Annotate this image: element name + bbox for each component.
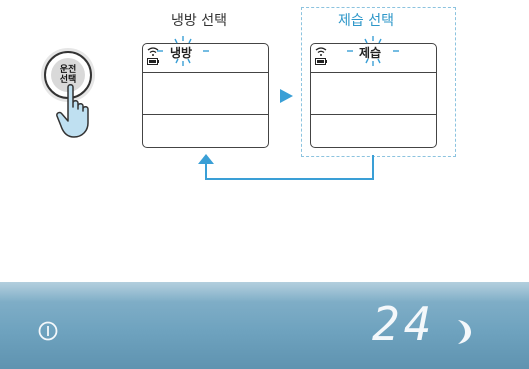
step2-title: 제습 선택 [338, 13, 394, 29]
step1-display: 냉방 [142, 36, 269, 148]
power-icon[interactable] [37, 320, 59, 342]
button-label-line1: 운전 [59, 65, 77, 75]
step1-mode-label: 냉방 [170, 46, 193, 60]
wifi-icon [147, 47, 159, 56]
battery-icon [315, 58, 327, 65]
step2-display: 제습 [310, 36, 437, 148]
temperature-display: 24 [372, 297, 436, 351]
selected-step-highlight [301, 7, 456, 157]
pressing-hand-icon [56, 84, 89, 138]
blink-sparkle-icon [157, 36, 209, 66]
next-arrow-icon [280, 89, 293, 103]
return-arrow-icon [198, 154, 374, 180]
wifi-icon [315, 47, 327, 56]
battery-icon [147, 58, 159, 65]
moon-icon [458, 320, 471, 344]
step1-title: 냉방 선택 [171, 13, 227, 29]
blink-sparkle-icon [347, 36, 399, 66]
control-panel [0, 282, 529, 369]
step2-mode-label: 제습 [359, 46, 382, 60]
button-label-line2: 선택 [59, 75, 77, 85]
mode-select-button-group: 운전 선택 [38, 45, 98, 140]
